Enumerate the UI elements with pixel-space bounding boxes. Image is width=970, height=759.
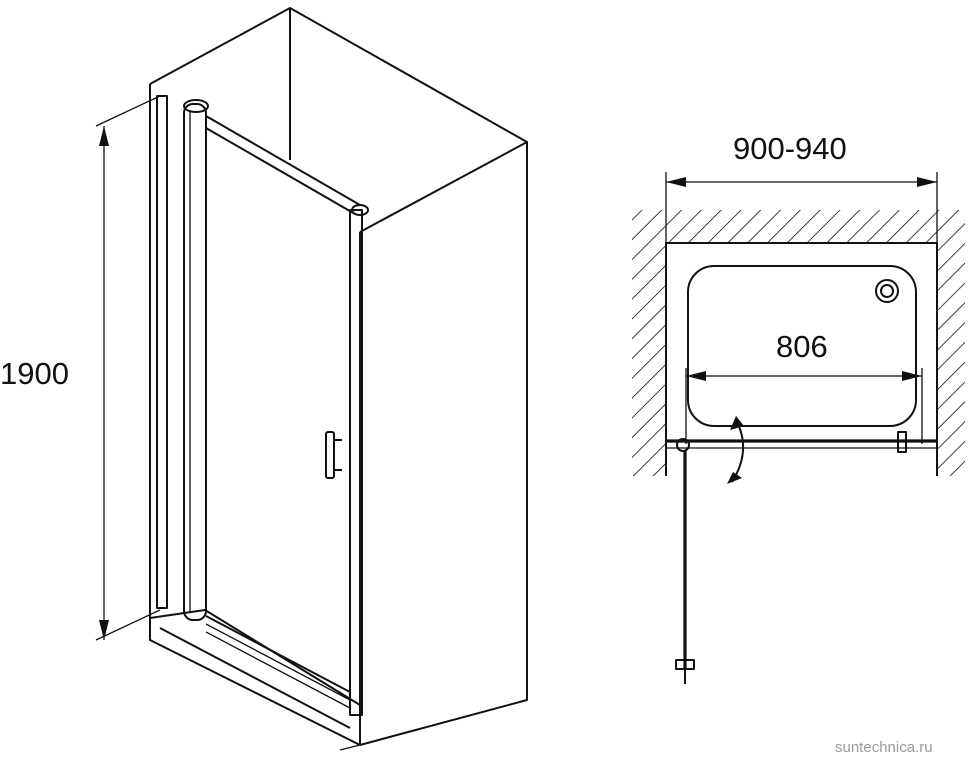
watermark: suntechnica.ru xyxy=(835,739,933,756)
width-range-dimension-label: 900-940 xyxy=(733,131,847,166)
door-width-dimension-label: 806 xyxy=(776,329,828,364)
plan-view xyxy=(632,172,965,684)
height-dimension-label: 1900 xyxy=(0,356,69,391)
isometric-view xyxy=(95,7,528,751)
